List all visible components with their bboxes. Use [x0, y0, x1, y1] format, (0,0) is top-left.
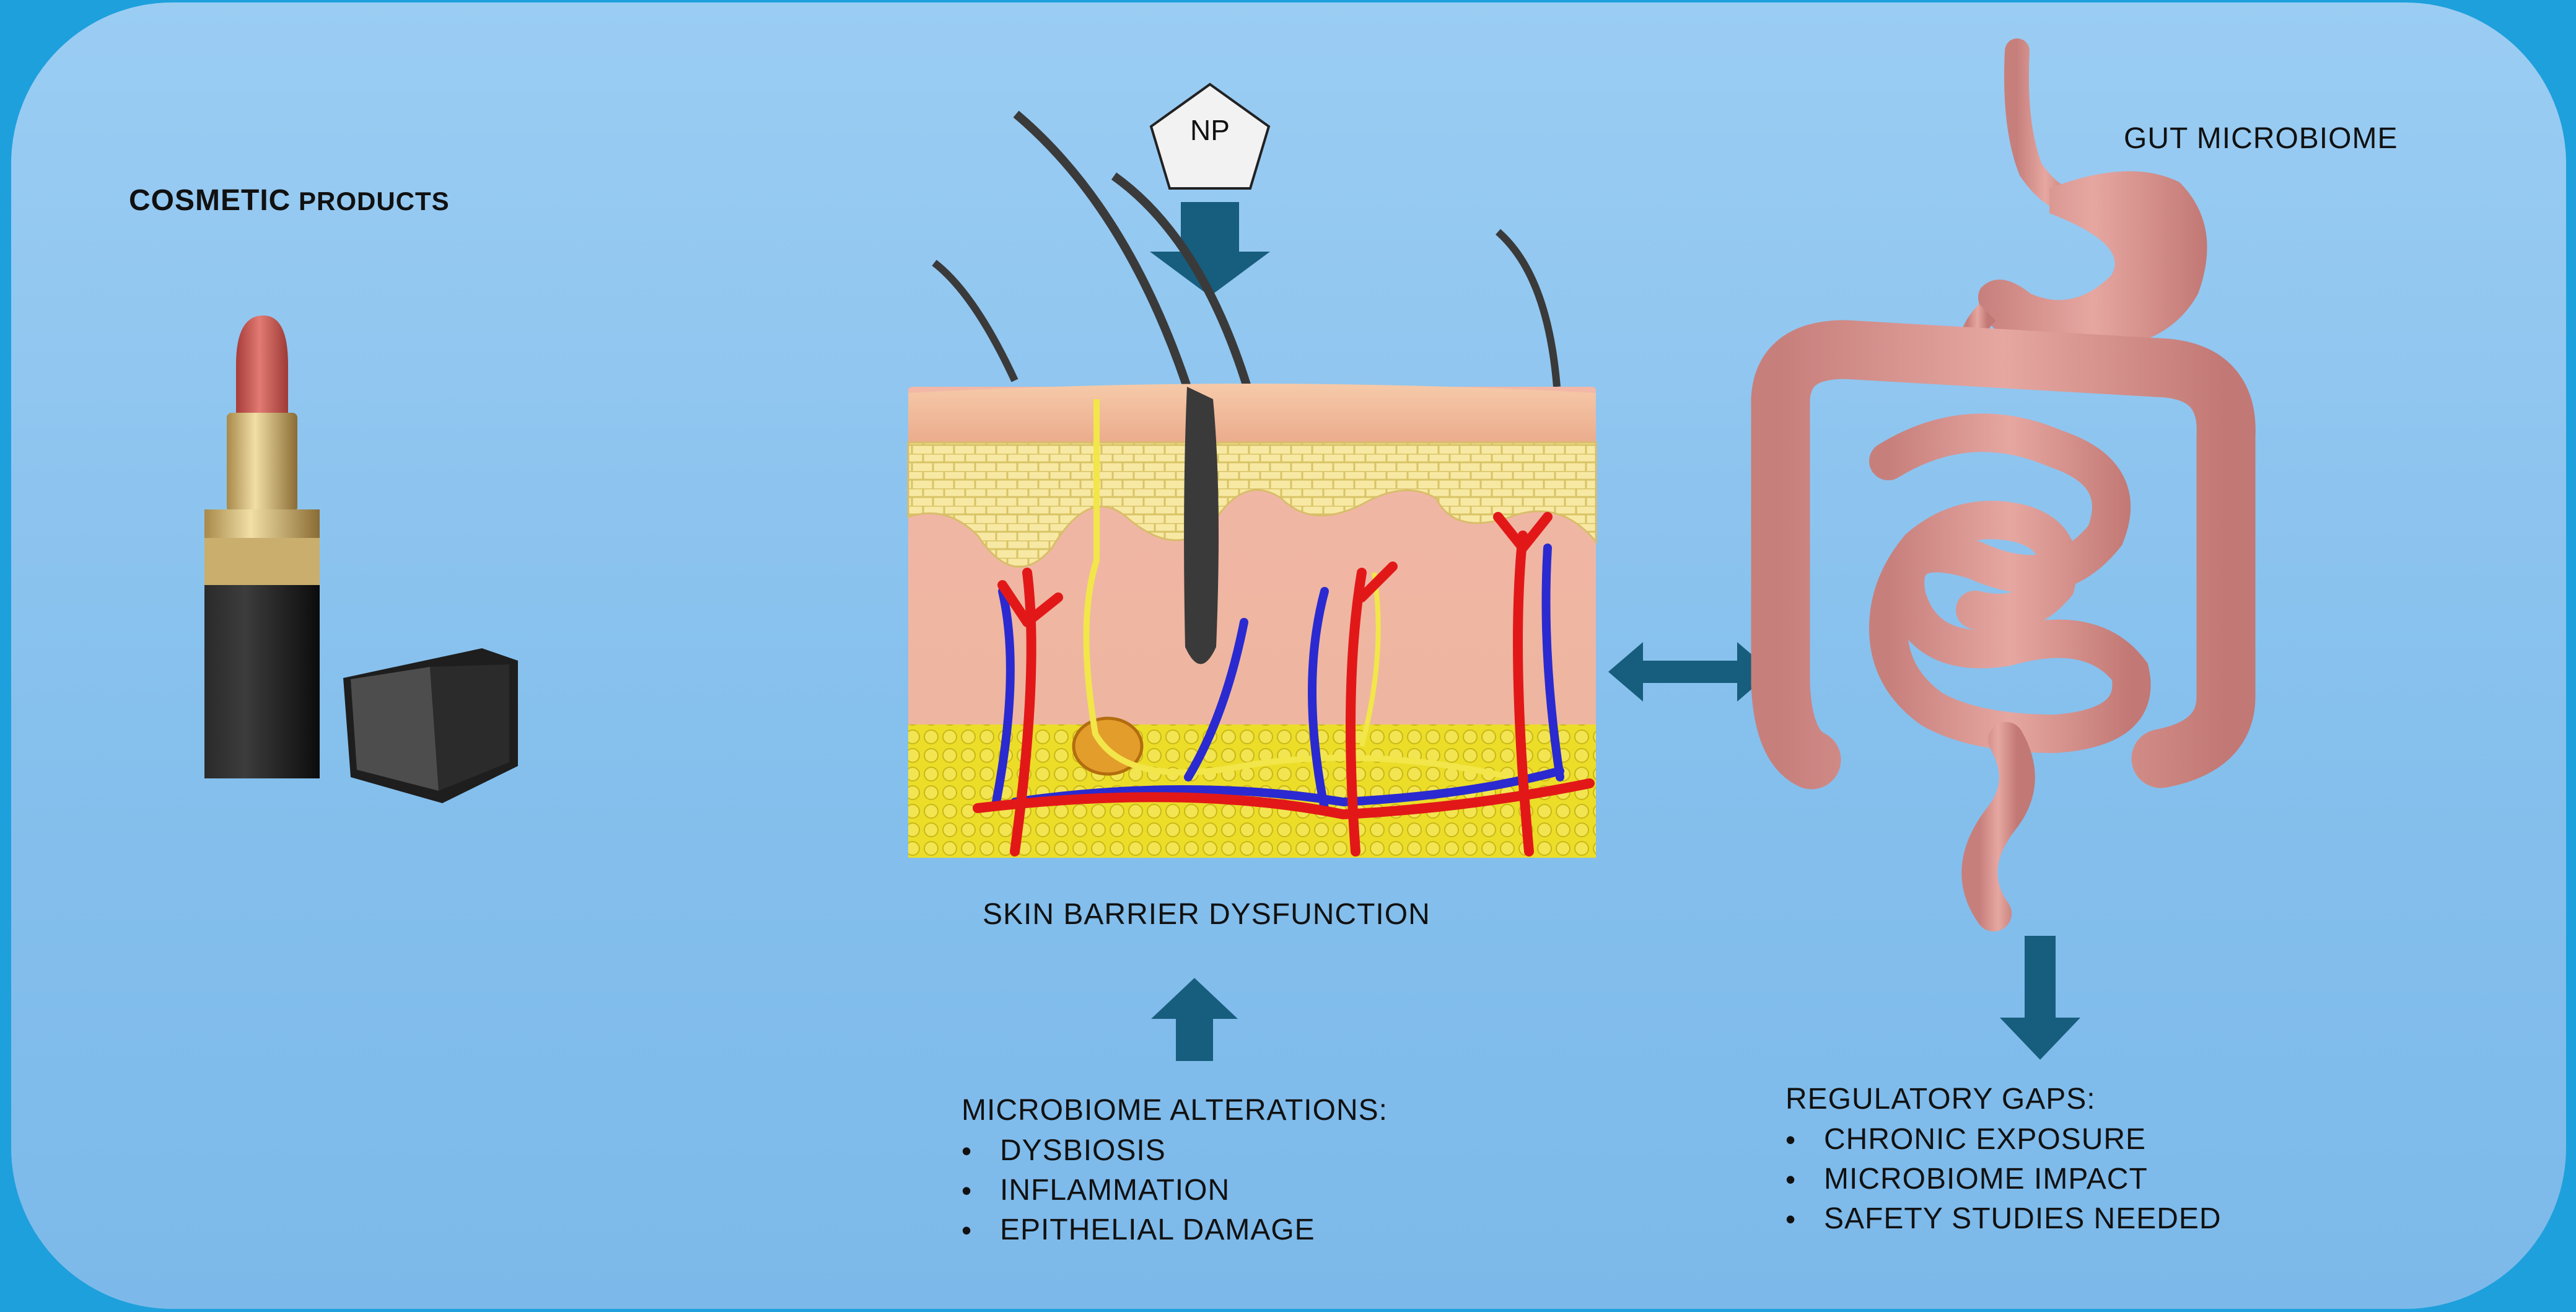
nanoparticle-icon: NP	[1151, 84, 1269, 188]
gut-illustration	[1781, 51, 2226, 914]
np-label: NP	[1190, 114, 1230, 146]
down-arrow-regulatory	[2000, 936, 2080, 1060]
diagram-background: COSMETIC PRODUCTS GUT MICROBIOME SKIN BA…	[11, 2, 2566, 1309]
up-arrow-microbiome	[1151, 978, 1238, 1061]
diagram-graphics: NP	[11, 2, 2566, 1309]
double-arrow-skin-gut	[1608, 642, 1772, 702]
skin-cross-section-illustration	[908, 114, 1596, 858]
down-arrow-np	[1150, 202, 1270, 296]
lipstick-icon	[204, 315, 518, 803]
